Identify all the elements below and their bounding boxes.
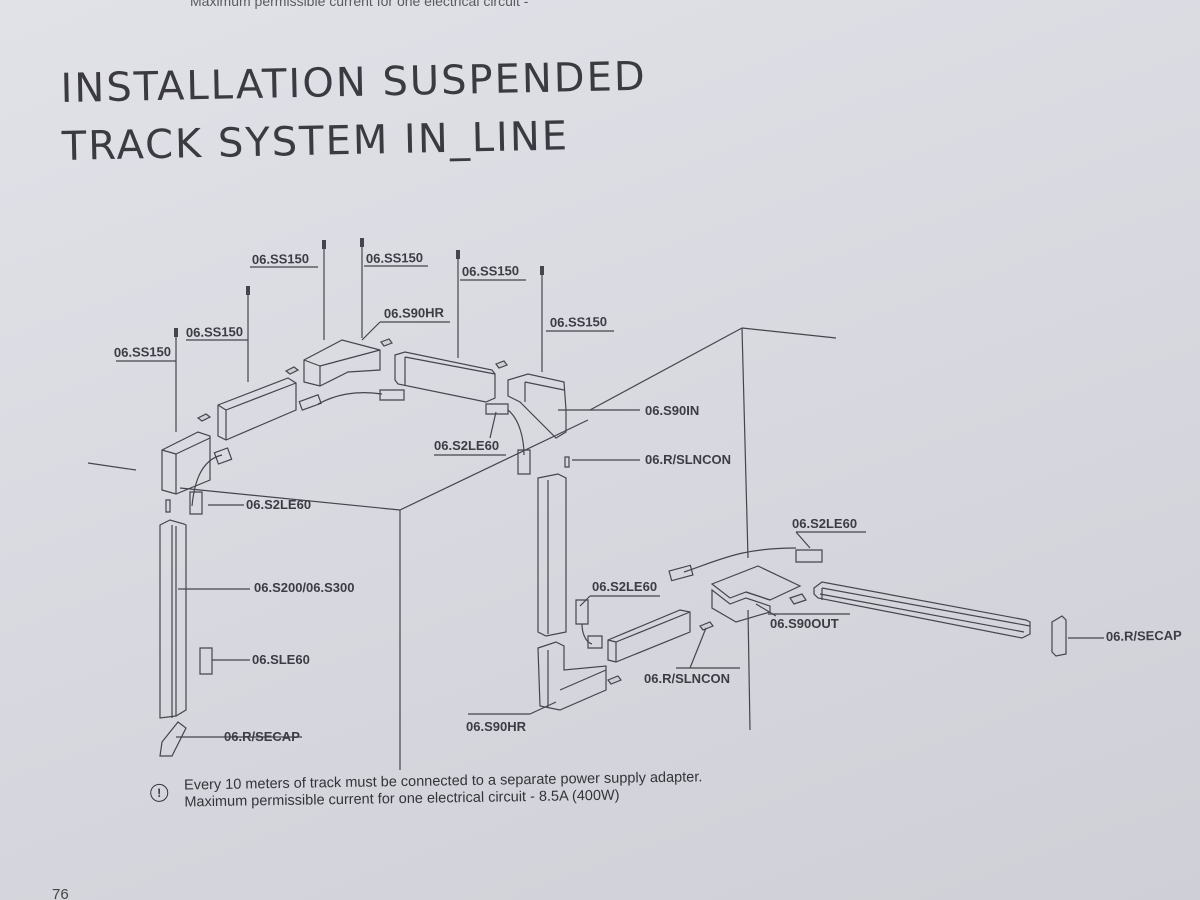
label-s90hr-bottom: 06.S90HR — [466, 719, 527, 734]
label-s2le60-lower: 06.S2LE60 — [592, 579, 657, 594]
label-s2le60-left: 06.S2LE60 — [246, 497, 311, 512]
label-ss150-5: 06.SS150 — [462, 263, 519, 279]
suspension-wires — [176, 240, 542, 432]
label-ss150-4: 06.SS150 — [366, 250, 423, 266]
label-r-secap-right: 06.R/SECAP — [1106, 628, 1182, 644]
label-leaders — [116, 266, 1104, 737]
ceiling-track-left — [218, 378, 296, 440]
ceiling-corner-s90in — [508, 374, 566, 438]
left-corner-module — [162, 432, 210, 494]
middle-vertical-track — [538, 474, 602, 648]
ceiling-joint-connectors — [198, 339, 507, 421]
label-s2le60-ceiling: 06.S2LE60 — [434, 438, 499, 453]
exclamation-icon: ! — [150, 783, 169, 802]
wire-anchors — [174, 238, 544, 337]
ceiling-track-middle — [395, 352, 495, 402]
right-long-track — [814, 582, 1066, 656]
label-s90out: 06.S90OUT — [770, 616, 839, 631]
corner-s90out — [712, 566, 806, 622]
label-s90hr-top: 06.S90HR — [384, 305, 445, 321]
feed-cables-top — [190, 390, 569, 514]
bottom-corner-s90hr — [538, 642, 621, 710]
label-r-secap-left: 06.R/SECAP — [224, 729, 300, 744]
label-s90in: 06.S90IN — [645, 403, 699, 418]
part-labels: 06.SS150 06.SS150 06.SS150 06.SS150 06.S… — [114, 250, 1182, 744]
label-ss150-2: 06.SS150 — [186, 324, 243, 340]
cut-off-text: Maximum permissible current for one elec… — [190, 0, 529, 9]
label-s200-s300: 06.S200/06.S300 — [254, 580, 354, 595]
label-r-slncon-top: 06.R/SLNCON — [645, 452, 731, 467]
page-number: 76 — [52, 886, 69, 900]
feed-cable-right — [669, 548, 822, 581]
room-outline-lines — [88, 328, 836, 770]
lower-track-section — [608, 610, 713, 662]
label-ss150-6: 06.SS150 — [550, 314, 607, 330]
label-ss150-3: 06.SS150 — [252, 251, 309, 267]
left-vertical-track — [160, 500, 212, 756]
label-sle60: 06.SLE60 — [252, 652, 310, 667]
label-s2le60-right: 06.S2LE60 — [792, 516, 857, 531]
ceiling-corner-s90hr — [304, 340, 380, 386]
label-ss150-1: 06.SS150 — [114, 344, 171, 360]
label-r-slncon-bottom: 06.R/SLNCON — [644, 671, 730, 686]
